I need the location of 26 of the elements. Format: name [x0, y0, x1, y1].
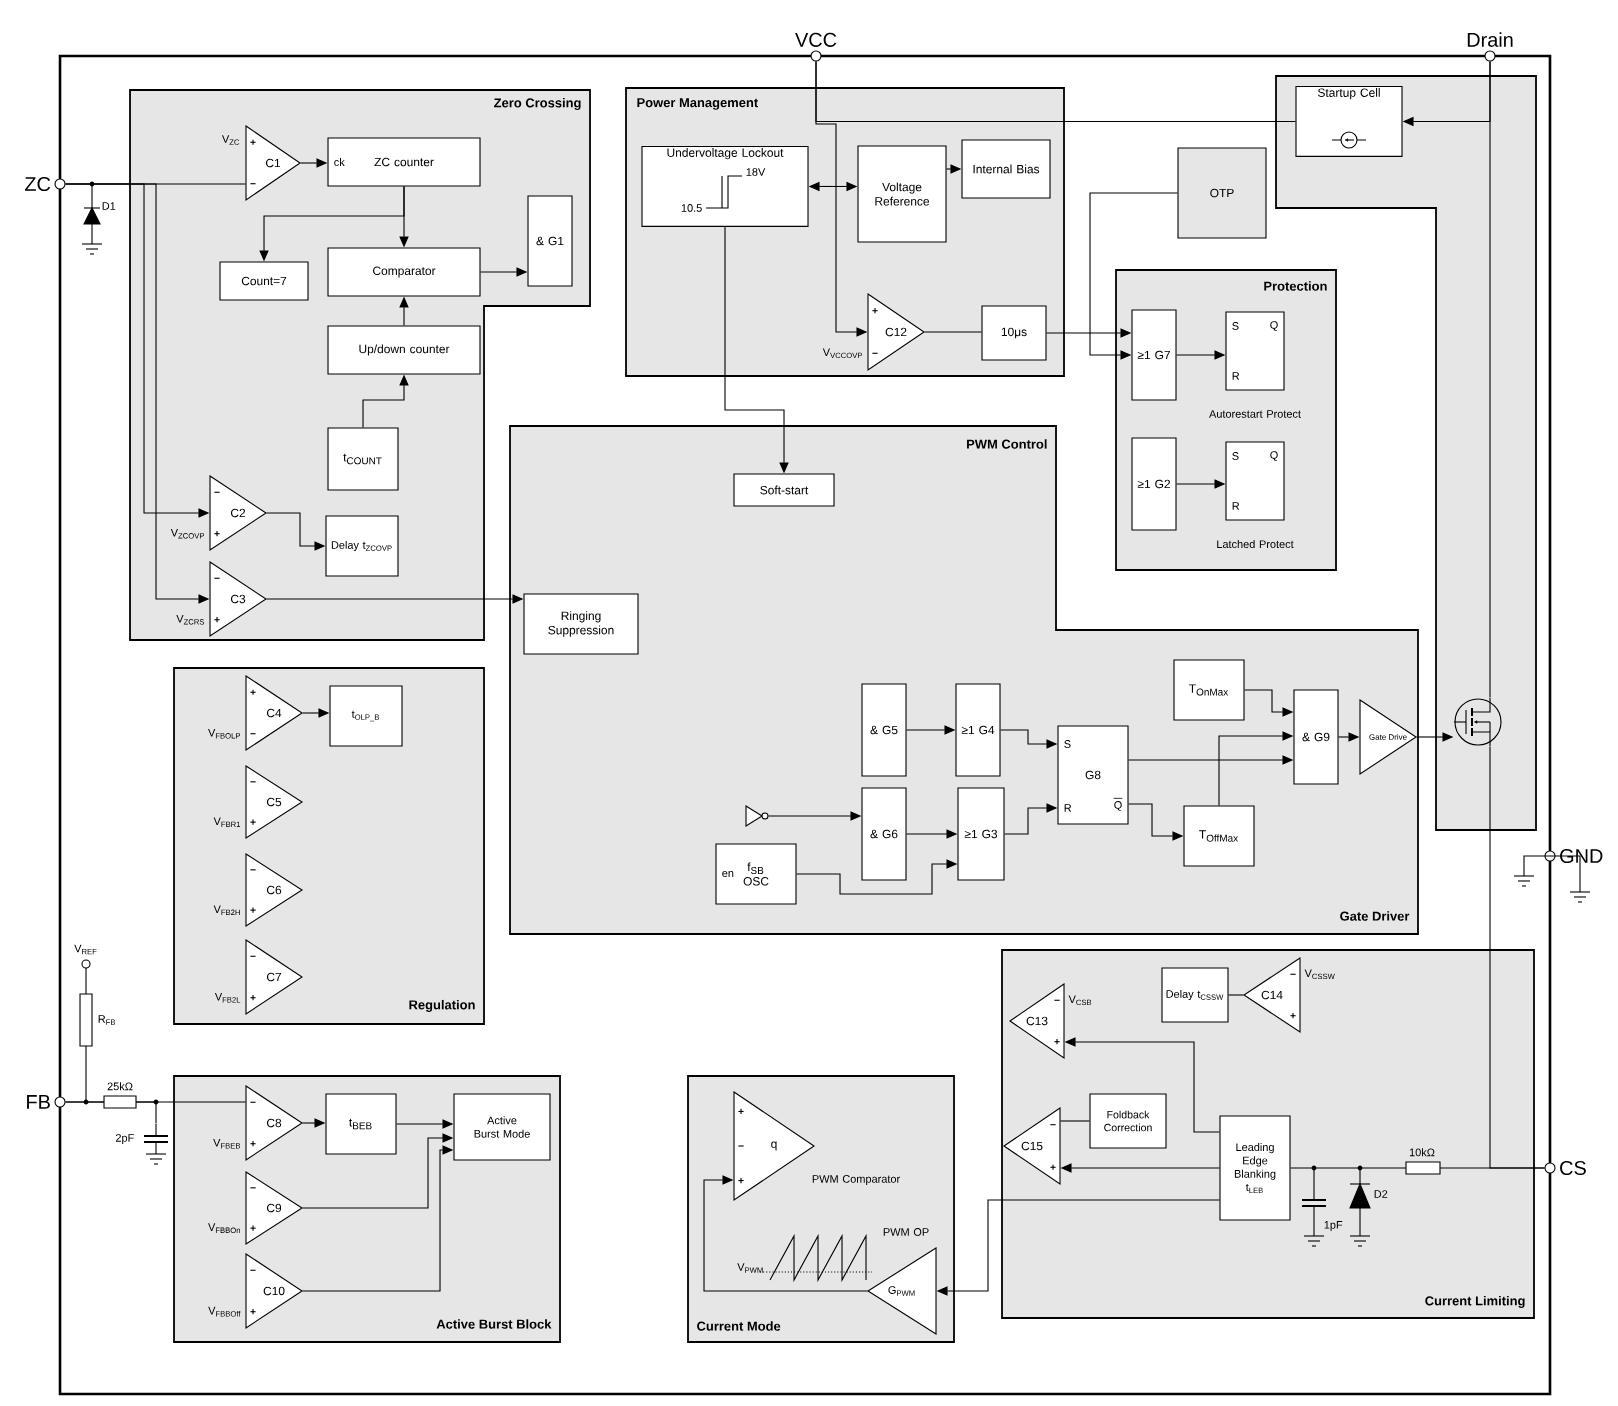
pin-terminal: GND: [1544, 848, 1603, 864]
connector: [1489, 61, 1491, 698]
pin-terminal: VCC: [795, 32, 837, 62]
node-label: VCC: [795, 32, 837, 47]
node-label: CS: [1560, 1160, 1586, 1176]
pin-terminal: ZC: [25, 176, 66, 192]
node-label: GND: [1560, 848, 1603, 864]
mosfet-drawing: [1453, 697, 1502, 747]
connector: [1060, 1120, 1090, 1122]
connector: [924, 331, 982, 333]
pin-terminal: Drain: [1467, 32, 1513, 62]
node-label: Drain: [1467, 32, 1513, 47]
flip-flop: [1217, 441, 1294, 548]
connector: [703, 1175, 868, 1292]
connector: [1089, 192, 1178, 360]
node-label: ZC: [24, 176, 51, 192]
flip-flop: [1209, 311, 1301, 418]
pin-terminal: CS: [1544, 1160, 1586, 1176]
inverter-symbol: [745, 805, 769, 827]
connector: [1489, 746, 1545, 1169]
capacitor-symbol: [143, 1123, 169, 1165]
node-label: FB: [27, 1095, 50, 1109]
pin-terminal: FB: [27, 1095, 66, 1109]
connector: [65, 1101, 157, 1124]
connector: [815, 61, 1296, 123]
connector: [1228, 994, 1244, 996]
